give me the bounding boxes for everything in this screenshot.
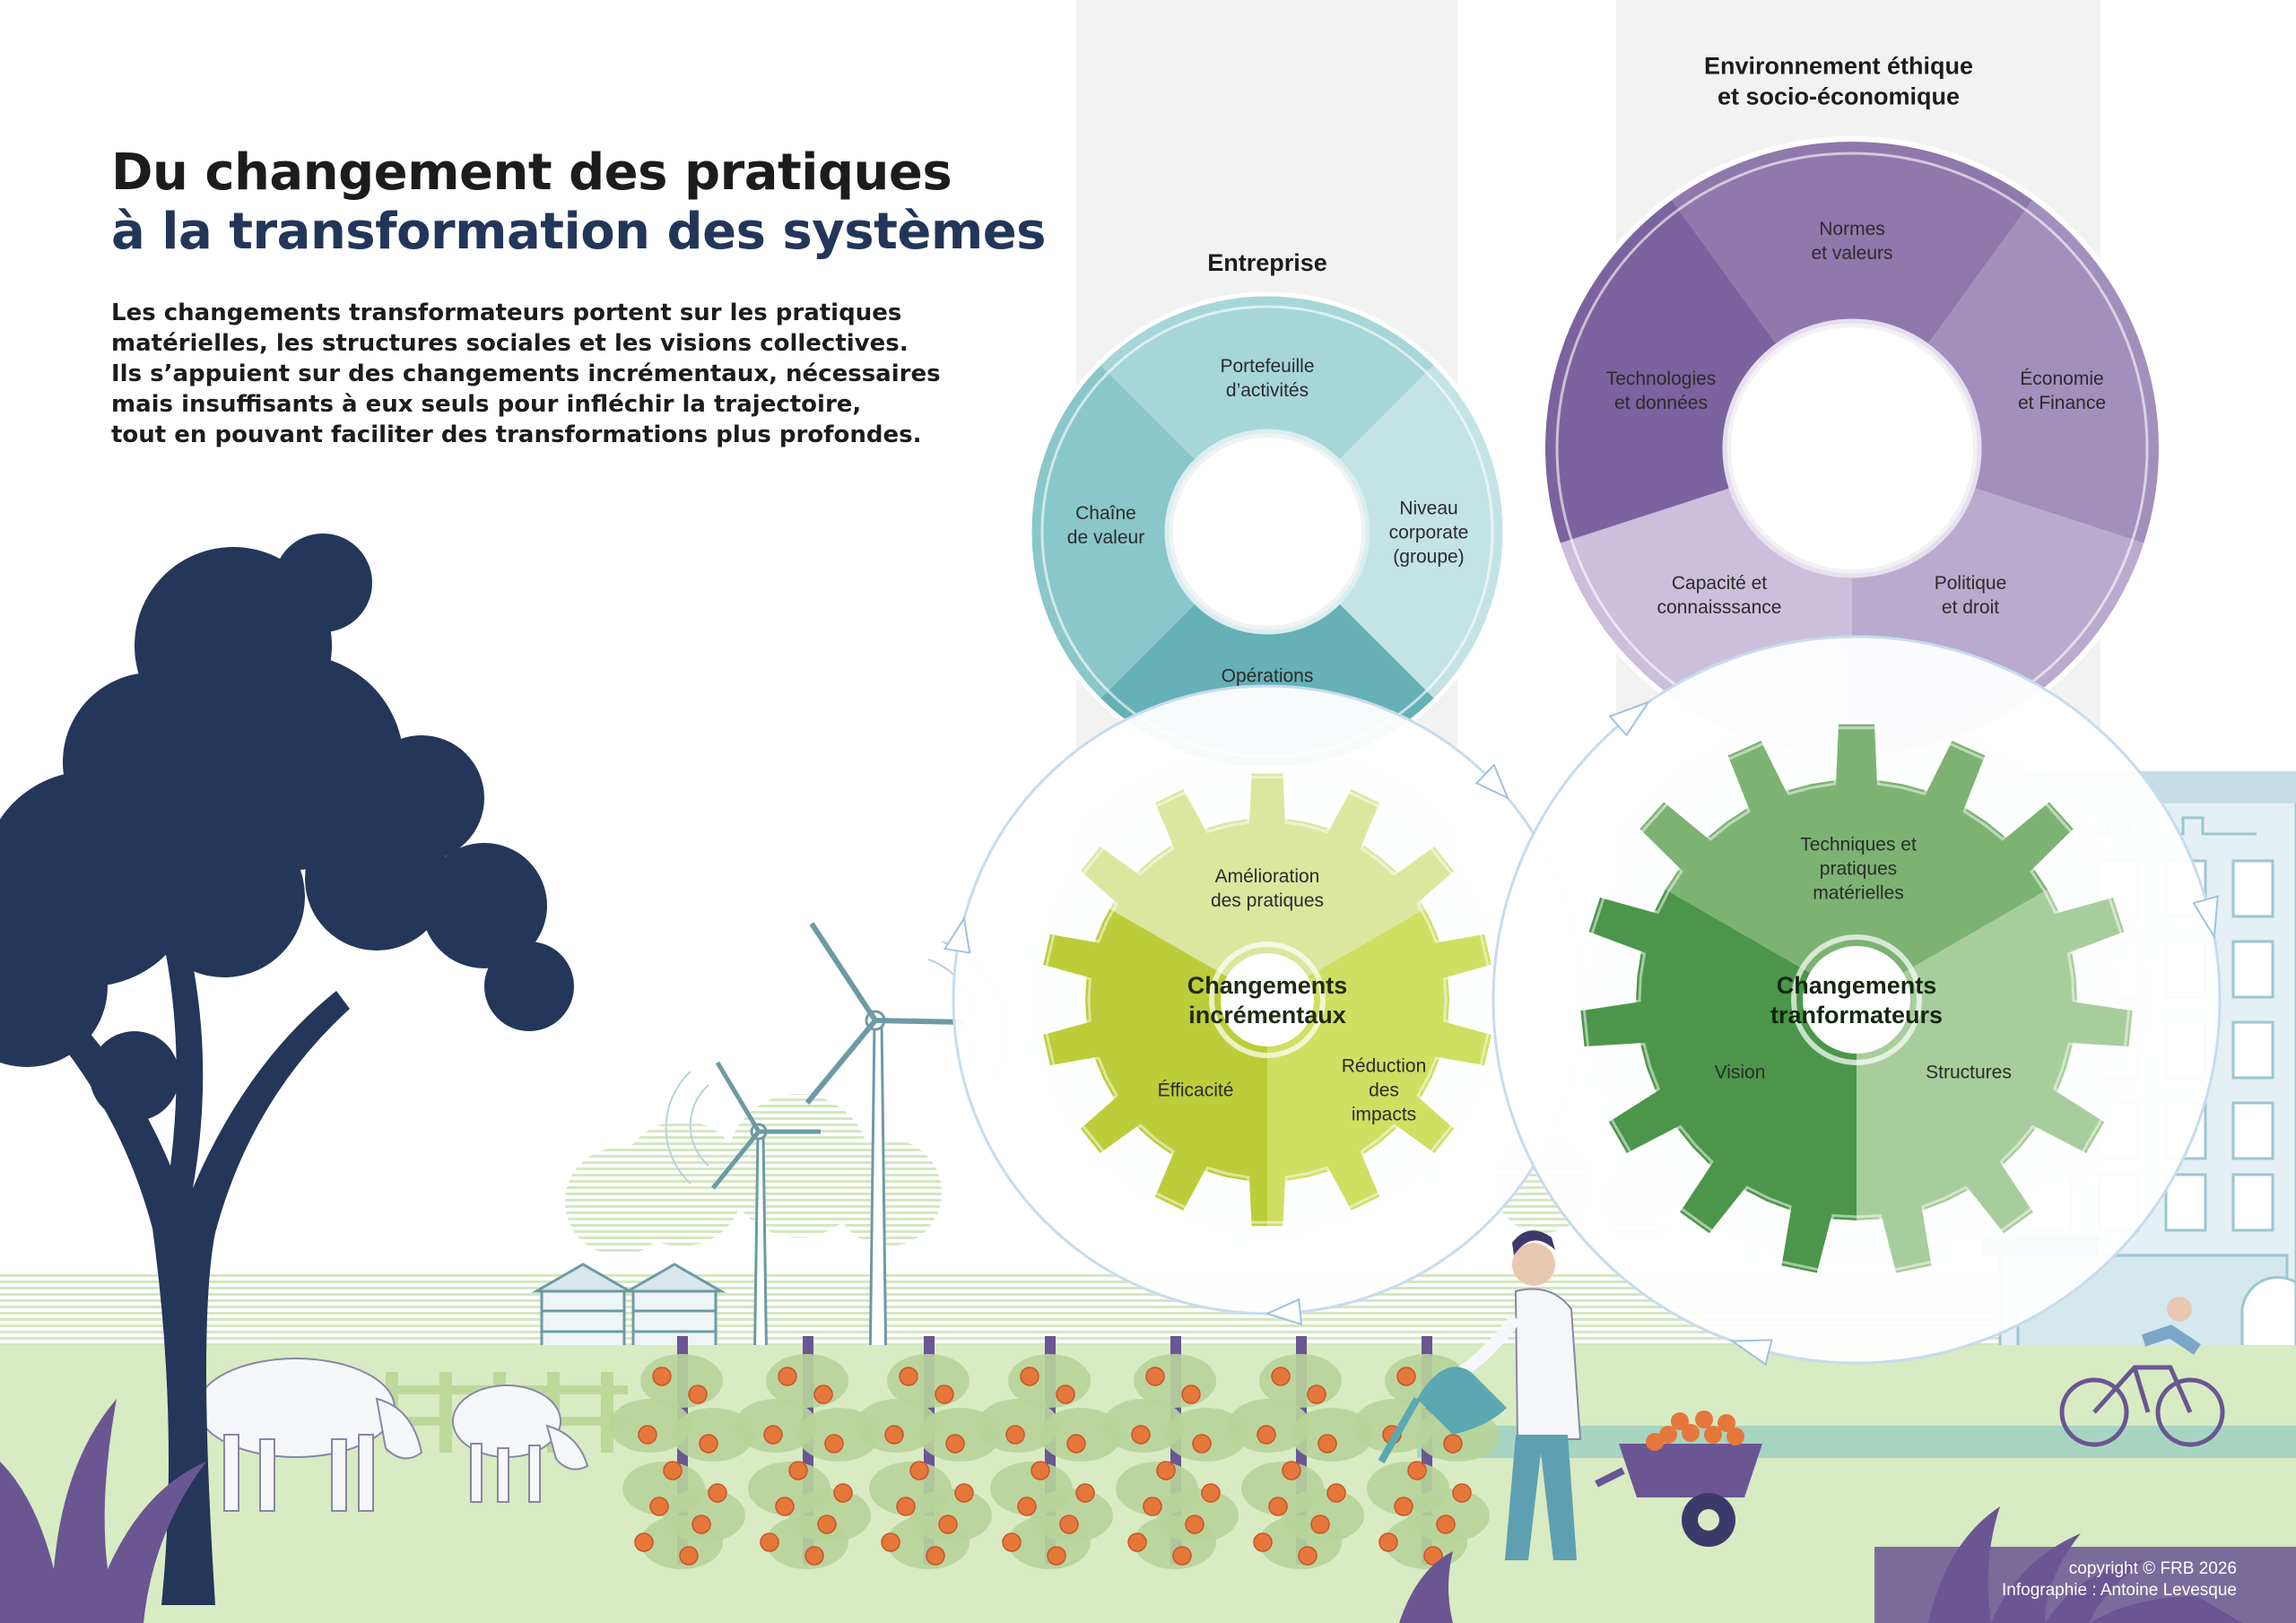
transformateur-sector-label-line: pratiques	[1820, 858, 1897, 879]
transformateur-gear: Techniques et pratiques matériellesStructu…	[1492, 635, 2222, 1365]
incremental-sector-label-line: Réduction	[1342, 1055, 1427, 1076]
arrow-icon	[943, 916, 971, 954]
intro-line: tout en pouvant faciliter des transforma…	[111, 421, 922, 448]
environnement-segment-label-line: Capacité et	[1672, 573, 1767, 594]
environnement-heading-line: et socio-économique	[1718, 82, 1960, 109]
tomato-plants	[609, 1336, 1499, 1569]
entreprise-segment-label-line: corporate	[1389, 522, 1469, 542]
window	[2231, 1020, 2274, 1080]
arrow-icon	[1474, 763, 1510, 801]
entreprise-segment-label-line: Portefeuille	[1220, 356, 1314, 377]
environnement-segment-label: Économie et Finance	[2018, 369, 2106, 413]
entreprise-segment-label: Niveau corporate (groupe)	[1389, 498, 1469, 567]
environnement-segment-label: Capacité et connaisssance	[1657, 573, 1782, 618]
title-line-2: à la transformation des systèmes	[111, 203, 1047, 261]
environnement-segment-label: Politique et droit	[1935, 573, 2007, 618]
environnement-segment-label-line: et droit	[1942, 597, 1999, 618]
environnement-segment-label-line: Technologies	[1606, 369, 1717, 389]
entreprise-segment-label-line: de valeur	[1067, 527, 1144, 548]
incremental-sector-label-line: impacts	[1352, 1104, 1416, 1124]
incremental-sector-label-line: des	[1369, 1080, 1399, 1100]
environnement-segment-label-line: et données	[1614, 393, 1708, 413]
intro-line: Les changements transformateurs portent …	[111, 299, 902, 326]
transformateur-sector-label-line: Techniques et	[1800, 834, 1917, 855]
entreprise-segment-label-line: Niveau	[1399, 498, 1457, 518]
transformateur-sector-label: Vision	[1715, 1062, 1766, 1082]
transformateur-title-line: tranformateurs	[1770, 1002, 1943, 1028]
entreprise-segment-label-line: Opérations	[1222, 665, 1314, 686]
environnement-segment-label: Technologies et données	[1606, 369, 1717, 413]
incremental-title-line: Changements	[1187, 972, 1348, 999]
incremental-sector-label: Réduction des impacts	[1342, 1055, 1427, 1124]
intro-line: matérielles, les structures sociales et …	[111, 330, 909, 357]
window	[2164, 1173, 2207, 1232]
window	[2231, 940, 2274, 999]
environnement-segment-label-line: Économie	[2020, 369, 2103, 389]
entreprise-segment-label: Opérations	[1222, 665, 1314, 686]
transformateur-sector-label: Techniques et pratiques matérielles	[1800, 834, 1917, 903]
intro-line: mais insuffisants à eux seuls pour inflé…	[111, 391, 862, 418]
environnement-segment	[1670, 139, 2034, 449]
entreprise-segment	[1099, 293, 1436, 532]
arrow-icon	[1608, 700, 1651, 737]
environnement-segment-label-line: et Finance	[2018, 393, 2106, 413]
environnement-segment-label-line: et valeurs	[1811, 243, 1892, 264]
incremental-sector-label-line: Éfficacité	[1158, 1080, 1234, 1100]
transformateur-title-line: Changements	[1777, 972, 1937, 999]
wheelbarrow	[1595, 1410, 1762, 1547]
window	[2231, 1173, 2274, 1232]
entreprise-heading: Entreprise	[1207, 249, 1327, 276]
cycle-arrows	[943, 700, 2219, 1367]
incremental-title: Changements incrémentaux	[1187, 972, 1348, 1028]
incremental-sector	[1053, 771, 1482, 1000]
transformateur-sector-label-line: matérielles	[1813, 882, 1904, 903]
entreprise-segment	[1030, 363, 1267, 700]
incremental-sector-label: Amélioration des pratiques	[1211, 866, 1324, 911]
transformateur-sector-label-line: Structures	[1926, 1062, 2012, 1082]
incremental-title-line: incrémentaux	[1188, 1002, 1346, 1028]
transformateur-sector-label: Structures	[1926, 1062, 2012, 1082]
environnement-segment-label-line: Normes	[1819, 219, 1885, 239]
entreprise-segment-label-line: d’activités	[1226, 380, 1309, 401]
entreprise-segment-label-line: Chaîne	[1075, 503, 1136, 524]
incremental-sector-label-line: Amélioration	[1215, 866, 1320, 887]
cows	[196, 1358, 589, 1512]
beehives	[531, 1263, 726, 1356]
page-title: Du changement des pratiques à la transfo…	[111, 143, 1047, 262]
entreprise-segment-label: Portefeuille d’activités	[1220, 356, 1314, 401]
copyright-text: copyright © FRB 2026	[2068, 1559, 2237, 1578]
arrow-icon	[1729, 1339, 1773, 1367]
transformateur-sector-label-line: Vision	[1715, 1062, 1766, 1082]
environnement-heading-line: Environnement éthique	[1704, 52, 1973, 79]
entreprise-segment-label-line: (groupe)	[1393, 546, 1464, 567]
window	[2231, 1101, 2274, 1160]
entreprise-segment	[1267, 363, 1505, 700]
incremental-sector-label: Éfficacité	[1158, 1080, 1234, 1100]
environnement-segment-label-line: Politique	[1935, 573, 2007, 594]
transformateur-title: Changements tranformateurs	[1770, 972, 1943, 1028]
credits: copyright © FRB 2026 Infographie : Antoi…	[2002, 1558, 2237, 1601]
environnement-segment-label-line: connaisssance	[1657, 597, 1782, 618]
entreprise-segment-label: Chaîne de valeur	[1067, 503, 1144, 548]
window	[2231, 859, 2274, 918]
incremental-sector-label-line: des pratiques	[1211, 890, 1324, 911]
environnement-segment-label: Normes et valeurs	[1811, 219, 1892, 264]
intro-line: Ils s’appuient sur des changements incré…	[111, 360, 941, 387]
title-line-1: Du changement des pratiques	[111, 143, 952, 202]
tree	[0, 534, 574, 1605]
arrow-icon	[2192, 895, 2219, 940]
arrow-icon	[1265, 1298, 1303, 1326]
intro-paragraph: Les changements transformateurs portent …	[111, 298, 941, 450]
cyclist	[2059, 1297, 2225, 1447]
environnement-heading: Environnement éthique et socio-économique	[1704, 52, 1973, 109]
gardener	[1378, 1230, 1582, 1560]
author-text: Infographie : Antoine Levesque	[2002, 1581, 2237, 1600]
